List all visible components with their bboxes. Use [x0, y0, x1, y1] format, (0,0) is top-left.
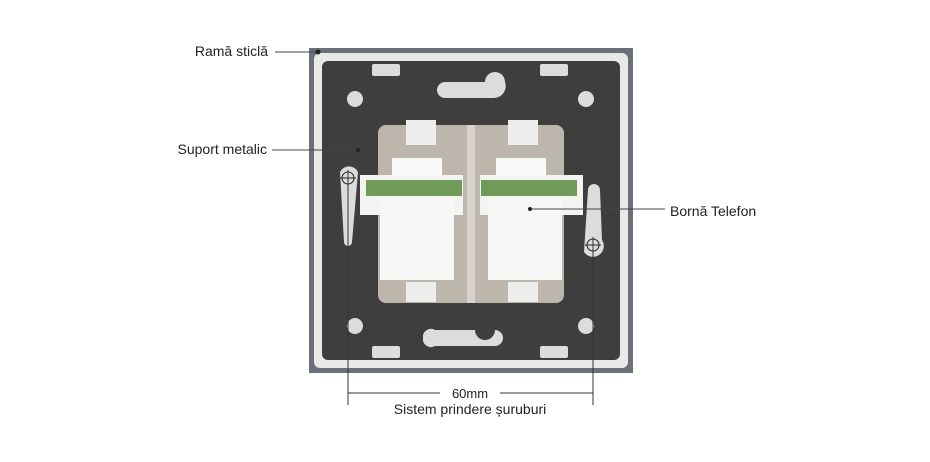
callout-dots: [315, 49, 532, 211]
label-phone-terminal: Bornă Telefon: [670, 203, 757, 219]
label-metal-support: Suport metalic: [177, 141, 267, 157]
module-divider: [467, 125, 475, 303]
callout-lines: [272, 51, 665, 210]
dimension-value: 60mm: [451, 386, 489, 401]
plate-slots: [340, 64, 604, 358]
rj-modules: [360, 120, 583, 302]
label-glass-frame: Ramă sticlă: [194, 43, 268, 59]
dimension-caption: Sistem prindere șuruburi: [393, 401, 547, 417]
dimension-lines: [347, 170, 594, 405]
